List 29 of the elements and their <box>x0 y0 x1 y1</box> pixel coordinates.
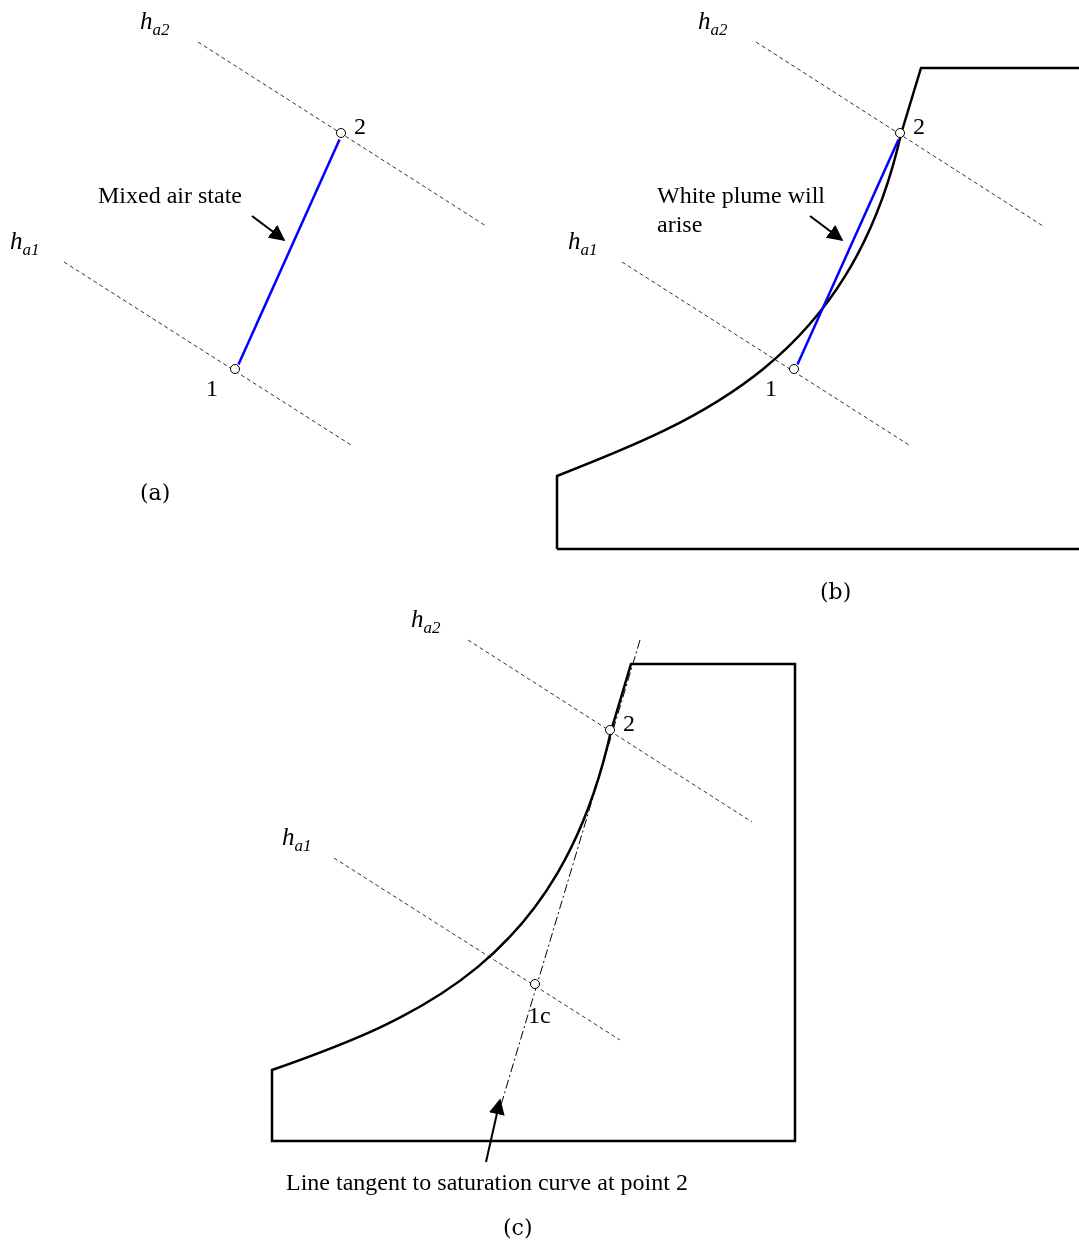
panel-label: (c) <box>503 1217 533 1239</box>
enthalpy-label: h$_{a1}$ <box>568 228 598 258</box>
annotation-text: Line tangent to saturation curve at point 2 <box>286 1168 688 1197</box>
enthalpy-label: h$_{a1}$ <box>10 228 40 258</box>
enthalpy-label: h$_{a2}$ <box>698 8 728 38</box>
point-marker <box>530 979 540 989</box>
leader-arrow <box>251 215 286 241</box>
point-marker <box>605 725 615 735</box>
point-marker <box>230 364 240 374</box>
point-marker <box>895 128 905 138</box>
annotation-text: Mixed air state <box>98 181 242 210</box>
panel-label: (b) <box>820 581 852 603</box>
annotation-text: White plume will arise <box>657 181 867 239</box>
point-label: 2 <box>623 711 635 735</box>
leader-arrow <box>809 215 844 241</box>
process-line <box>237 138 341 366</box>
process-line <box>796 138 900 366</box>
point-label: 2 <box>354 114 366 138</box>
point-marker <box>789 364 799 374</box>
point-label: 1 <box>206 376 218 400</box>
enthalpy-label: h$_{a1}$ <box>282 824 312 854</box>
point-label: 1 <box>765 376 777 400</box>
point-label: 2 <box>913 114 925 138</box>
panel-label: (a) <box>140 482 171 504</box>
point-label: 1c <box>528 1003 551 1027</box>
enthalpy-label: h$_{a2}$ <box>411 606 441 636</box>
leader-arrow <box>485 1098 505 1163</box>
point-marker <box>336 128 346 138</box>
enthalpy-label: h$_{a2}$ <box>140 8 170 38</box>
